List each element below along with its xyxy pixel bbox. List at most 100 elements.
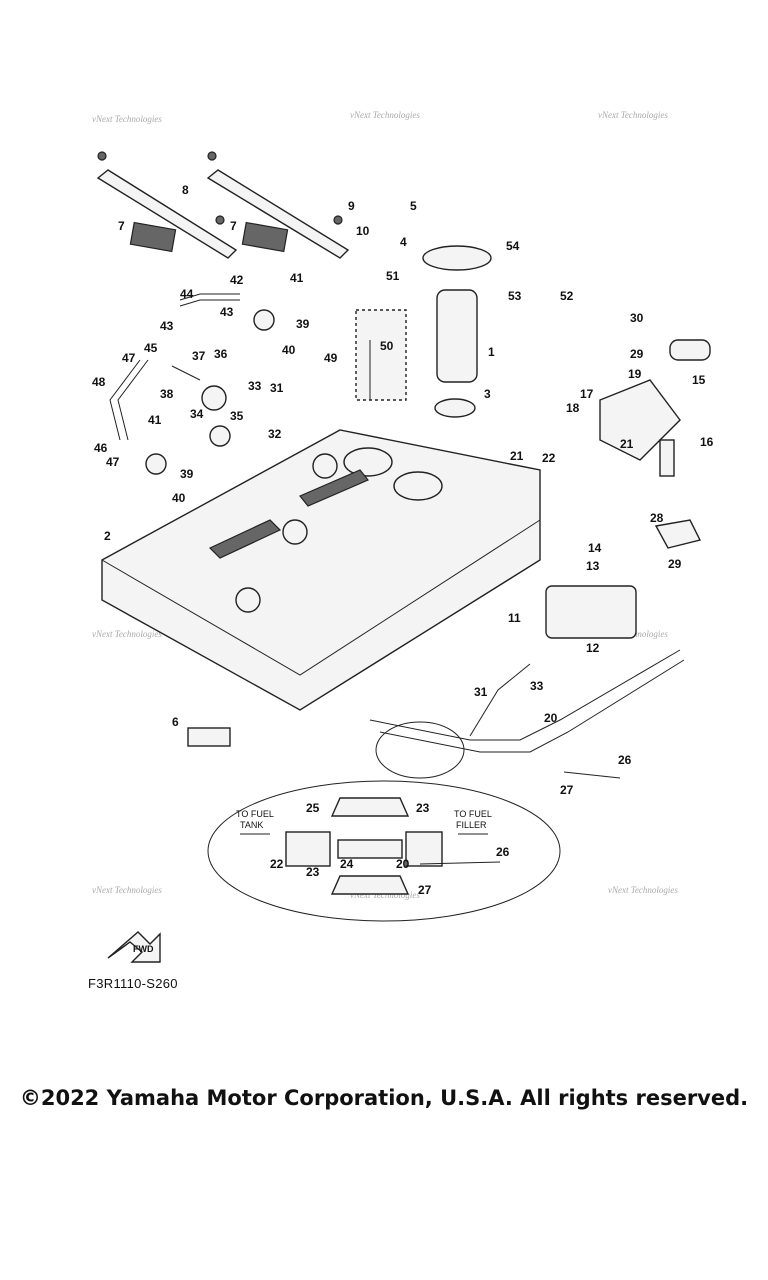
part-number: 21 bbox=[510, 449, 524, 463]
part-number: 52 bbox=[560, 289, 574, 303]
part-number: 22 bbox=[542, 451, 556, 465]
pump-ring bbox=[422, 245, 492, 271]
joint-24 bbox=[337, 839, 403, 859]
hose-20 bbox=[405, 831, 443, 867]
part-number: 34 bbox=[190, 407, 204, 421]
watermark: vNext Technologies bbox=[350, 110, 420, 120]
strap bbox=[563, 771, 621, 779]
hose-44 bbox=[179, 293, 240, 307]
pad-right bbox=[241, 221, 289, 253]
part-number: 16 bbox=[700, 435, 714, 449]
watermark: vNext Technologies bbox=[608, 885, 678, 895]
part-number: 6 bbox=[172, 715, 179, 729]
part-number-labels: 1 2 3 4 5 6 7 7 8 9 10 11 12 13 14 15 16… bbox=[92, 183, 714, 897]
part-number: 23 bbox=[306, 865, 320, 879]
pad-left bbox=[129, 221, 177, 253]
part-number: 41 bbox=[290, 271, 304, 285]
fwd-label: FWD bbox=[133, 944, 154, 954]
part-number: 39 bbox=[180, 467, 194, 481]
watermark: vNext Technologies bbox=[92, 629, 162, 639]
fuel-lines bbox=[369, 649, 685, 779]
watermark: vNext Technologies bbox=[92, 114, 162, 124]
part-number: 40 bbox=[172, 491, 186, 505]
fuel-line-20 bbox=[369, 649, 681, 741]
bolt bbox=[207, 151, 217, 161]
part-number: 3 bbox=[484, 387, 491, 401]
part-number: 51 bbox=[386, 269, 400, 283]
fwd-arrow: FWD bbox=[107, 931, 161, 963]
part-number: 20 bbox=[544, 711, 558, 725]
part-number: 1 bbox=[488, 345, 495, 359]
hose-22 bbox=[285, 831, 331, 867]
part-number: 47 bbox=[106, 455, 120, 469]
filler-assembly bbox=[599, 339, 711, 477]
canister bbox=[545, 585, 637, 639]
figure-code: F3R1110-S260 bbox=[88, 976, 178, 991]
part-number: 31 bbox=[270, 381, 284, 395]
detail-view: TO FUEL TANK TO FUEL FILLER bbox=[207, 780, 561, 922]
connector-37 bbox=[171, 365, 201, 381]
to-fuel-tank-label: TANK bbox=[240, 820, 263, 830]
part-number: 22 bbox=[270, 857, 284, 871]
vent-hose bbox=[659, 439, 675, 477]
part-number: 29 bbox=[668, 557, 682, 571]
tank-edge bbox=[101, 519, 541, 676]
part-number: 47 bbox=[122, 351, 136, 365]
part-number: 18 bbox=[566, 401, 580, 415]
cover-25 bbox=[330, 797, 410, 817]
part-number: 17 bbox=[580, 387, 594, 401]
to-fuel-filler-label: FILLER bbox=[456, 820, 487, 830]
part-number: 23 bbox=[416, 801, 430, 815]
plate-34 bbox=[201, 385, 227, 411]
watermark: vNext Technologies bbox=[598, 110, 668, 120]
part-number: 15 bbox=[692, 373, 706, 387]
grommet-39 bbox=[145, 453, 167, 475]
part-number: 8 bbox=[182, 183, 189, 197]
part-number: 31 bbox=[474, 685, 488, 699]
strap-26 bbox=[419, 861, 501, 865]
part-number: 27 bbox=[560, 783, 574, 797]
to-fuel-filler-label: TO FUEL bbox=[454, 809, 492, 819]
tank-rib bbox=[208, 519, 282, 559]
grommet-35 bbox=[209, 425, 231, 447]
sender-box bbox=[355, 309, 407, 401]
part-number: 30 bbox=[630, 311, 644, 325]
part-number: 39 bbox=[296, 317, 310, 331]
part-number: 9 bbox=[348, 199, 355, 213]
part-number: 41 bbox=[148, 413, 162, 427]
part-number: 27 bbox=[418, 883, 432, 897]
part-number: 44 bbox=[180, 287, 194, 301]
rail-left bbox=[96, 169, 238, 259]
part-number: 28 bbox=[650, 511, 664, 525]
fuel-line-20 bbox=[379, 659, 685, 753]
pump-port bbox=[343, 447, 393, 477]
part-number: 43 bbox=[220, 305, 234, 319]
part-number: 5 bbox=[410, 199, 417, 213]
part-number: 36 bbox=[214, 347, 228, 361]
part-number: 7 bbox=[230, 219, 237, 233]
part-number: 11 bbox=[508, 611, 521, 625]
exploded-parts-diagram: vNext Technologies vNext Technologies vN… bbox=[92, 110, 714, 963]
label-plate bbox=[187, 727, 231, 747]
tank-rib bbox=[299, 469, 369, 507]
part-number: 42 bbox=[230, 273, 244, 287]
part-number: 7 bbox=[118, 219, 125, 233]
watermark: vNext Technologies bbox=[350, 890, 420, 900]
part-number: 32 bbox=[268, 427, 282, 441]
part-number: 25 bbox=[306, 801, 320, 815]
tank-port bbox=[312, 453, 338, 479]
part-number: 21 bbox=[620, 437, 634, 451]
part-number: 43 bbox=[160, 319, 174, 333]
part-number: 33 bbox=[530, 679, 544, 693]
part-number: 2 bbox=[104, 529, 111, 543]
part-number: 35 bbox=[230, 409, 244, 423]
grommet-39 bbox=[253, 309, 275, 331]
breather-hoses bbox=[109, 293, 275, 475]
part-number: 37 bbox=[192, 349, 206, 363]
part-number: 14 bbox=[588, 541, 602, 555]
tank-port bbox=[282, 519, 308, 545]
cover-lower bbox=[330, 875, 410, 895]
part-number: 40 bbox=[282, 343, 296, 357]
part-number: 33 bbox=[248, 379, 262, 393]
part-number: 49 bbox=[324, 351, 338, 365]
